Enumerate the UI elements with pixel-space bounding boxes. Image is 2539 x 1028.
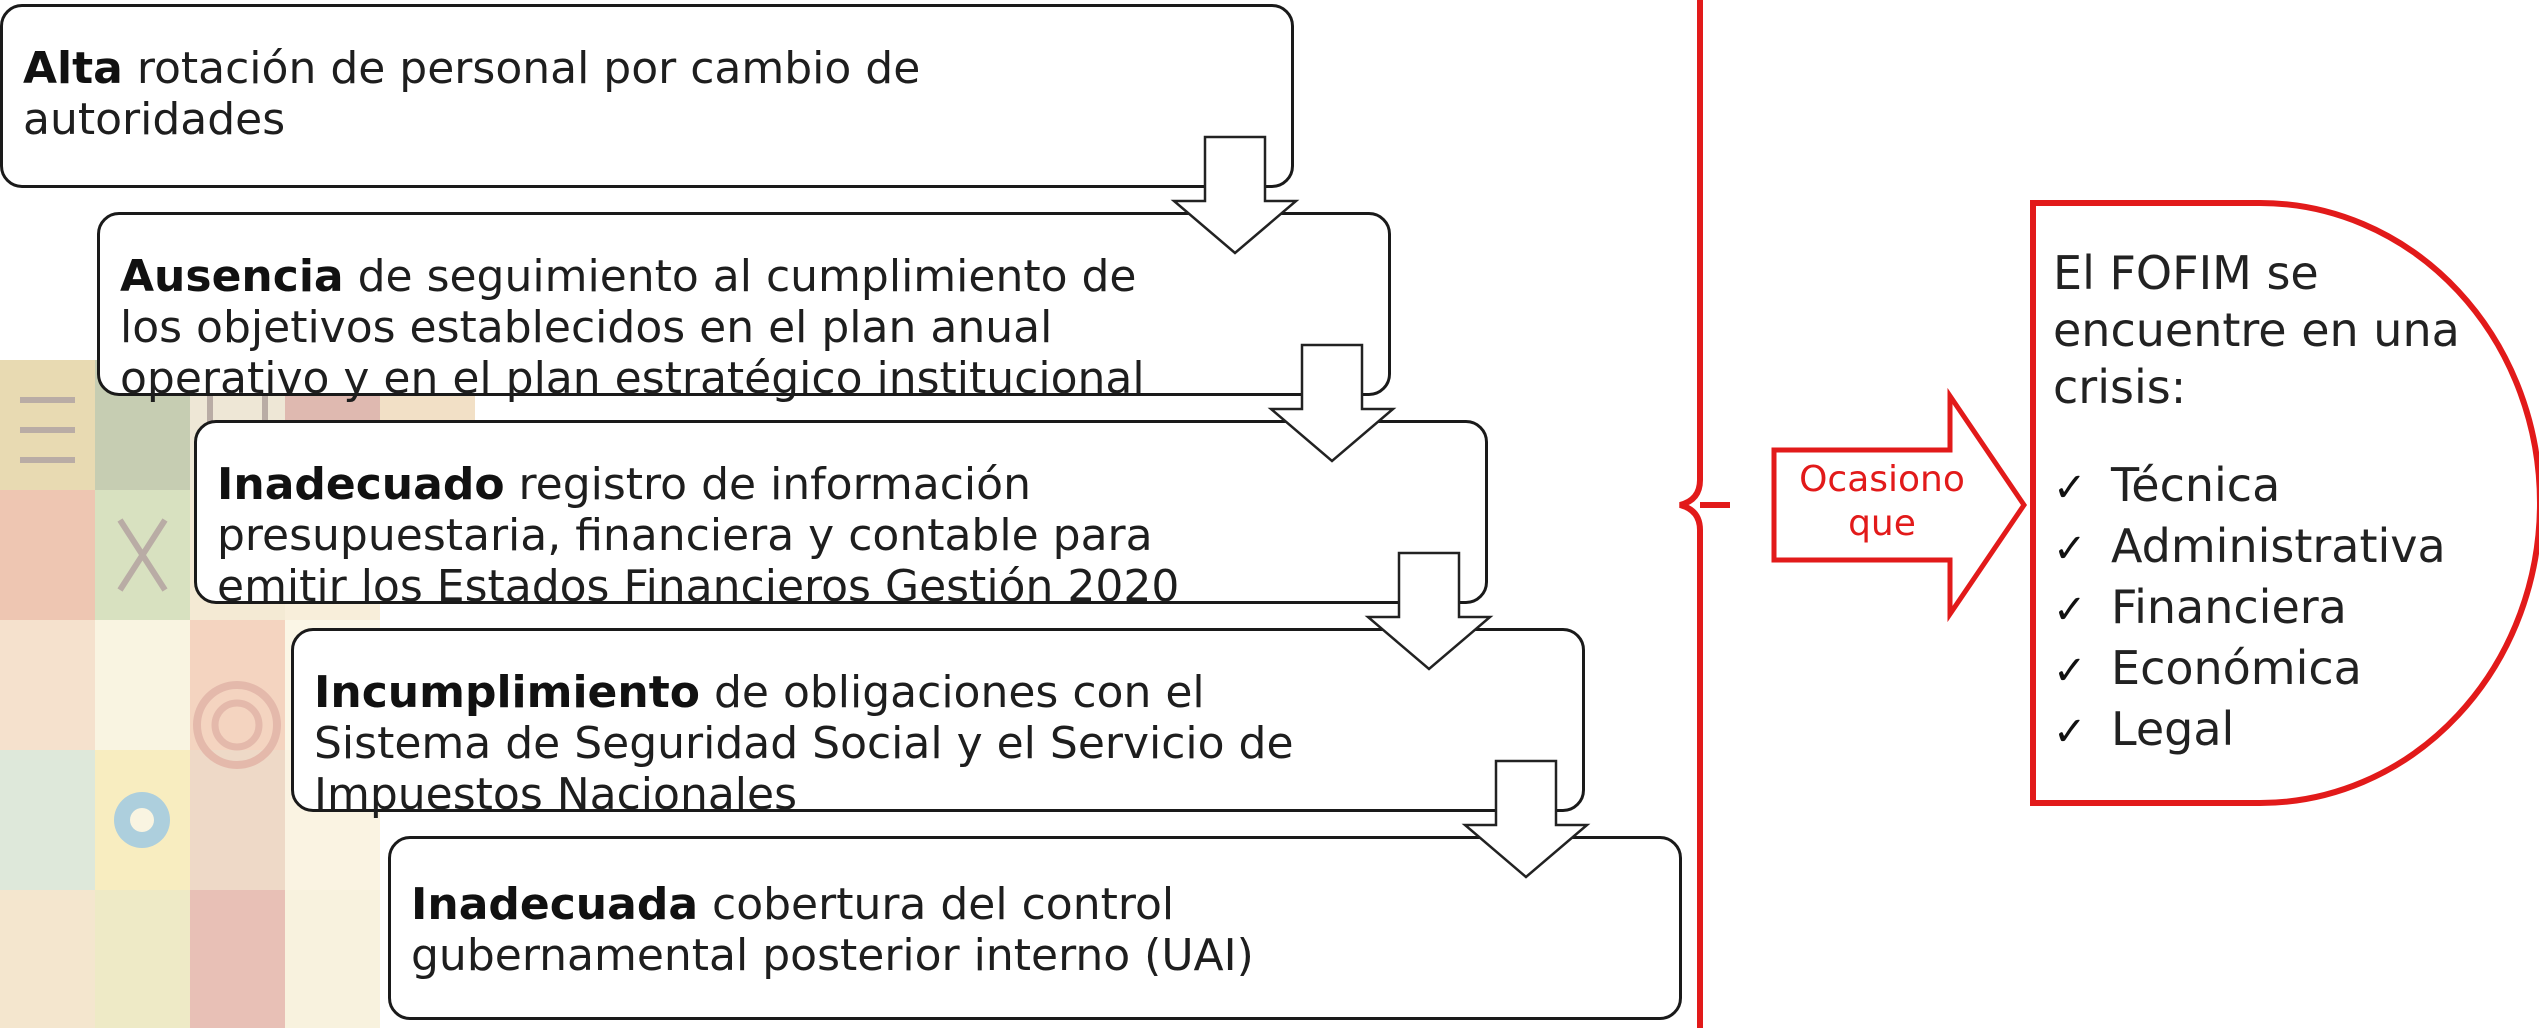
result-item: ✓ Administrativa — [2053, 517, 2493, 578]
step-text: Inadecuada cobertura del control guberna… — [411, 879, 1271, 981]
check-mark-icon: ✓ — [2053, 587, 2087, 633]
step-text: Incumplimiento de obligaciones con el Si… — [314, 667, 1314, 820]
result-item-label: Económica — [2111, 641, 2362, 695]
connector-label: Ocasiono que — [1772, 458, 1992, 546]
result-item-label: Técnica — [2111, 458, 2281, 512]
result-item-label: Administrativa — [2111, 519, 2446, 573]
step-text: Inadecuado registro de información presu… — [217, 459, 1217, 612]
result-panel: El FOFIM se encuentre en una crisis: ✓ Té… — [2053, 245, 2493, 761]
step-description: rotación de personal por cambio de autor… — [23, 43, 921, 145]
step-keyword: Inadecuado — [217, 459, 505, 510]
result-heading: El FOFIM se encuentre en una crisis: — [2053, 246, 2460, 414]
step-description: de seguimiento al cumplimiento de los ob… — [120, 251, 1145, 404]
step-box: Ausencia de seguimiento al cumplimiento … — [97, 212, 1391, 404]
step-keyword: Incumplimiento — [314, 667, 700, 718]
down-arrow-icon — [1461, 759, 1591, 879]
step-description: de obligaciones con el Sistema de Seguri… — [314, 667, 1294, 820]
result-item-label: Legal — [2111, 702, 2235, 756]
step-text: Ausencia de seguimiento al cumplimiento … — [120, 251, 1160, 404]
step-box: Incumplimiento de obligaciones con el Si… — [291, 628, 1585, 820]
result-item: ✓ Económica — [2053, 639, 2493, 700]
result-list: ✓ Técnica ✓ Administrativa ✓ Financiera ✓ Econó… — [2053, 456, 2493, 761]
step-box: Inadecuada cobertura del control guberna… — [388, 836, 1682, 1020]
step-keyword: Inadecuada — [411, 879, 699, 930]
step-description: registro de información presupuestaria, … — [217, 459, 1180, 612]
check-mark-icon: ✓ — [2053, 709, 2087, 755]
down-arrow-icon — [1170, 135, 1300, 255]
right-arrow-icon — [1771, 387, 2028, 623]
step-box: Alta rotación de personal por cambio de … — [0, 4, 1294, 188]
result-item: ✓ Técnica — [2053, 456, 2493, 517]
step-box: Inadecuado registro de información presu… — [194, 420, 1488, 612]
check-mark-icon: ✓ — [2053, 526, 2087, 572]
curly-brace-divider — [1679, 0, 1730, 1028]
down-arrow-icon — [1267, 343, 1397, 463]
connector-label-line1: Ocasiono — [1799, 459, 1965, 500]
result-shape — [2030, 200, 2539, 806]
result-item-label: Financiera — [2111, 580, 2347, 634]
step-keyword: Alta — [23, 43, 123, 94]
step-keyword: Ausencia — [120, 251, 344, 302]
down-arrow-icon — [1364, 551, 1494, 671]
step-description: cobertura del control gubernamental post… — [411, 879, 1254, 981]
check-mark-icon: ✓ — [2053, 648, 2087, 694]
check-mark-icon: ✓ — [2053, 465, 2087, 511]
step-text: Alta rotación de personal por cambio de … — [23, 43, 943, 145]
result-item: ✓ Financiera — [2053, 578, 2493, 639]
connector-label-line2: que — [1848, 503, 1916, 544]
result-item: ✓ Legal — [2053, 700, 2493, 761]
